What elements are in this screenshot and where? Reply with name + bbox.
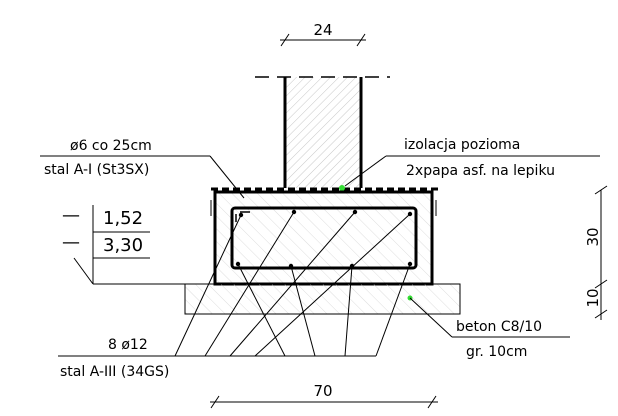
lean-concrete bbox=[184, 283, 461, 315]
lean-concrete-body bbox=[184, 283, 461, 315]
main-bars-label-bottom: stal A-III (34GS) bbox=[60, 364, 169, 380]
leader-stirrups: ø6 co 25cm stal A-I (St3SX) bbox=[40, 138, 245, 199]
dimension-footing-width-text: 70 bbox=[313, 382, 332, 400]
level-dash-top: — bbox=[62, 205, 80, 226]
main-bars-label-top: 8 ø12 bbox=[108, 337, 148, 353]
leader-lean-concrete: beton C8/10 gr. 10cm bbox=[409, 297, 570, 360]
leader-main-bars: 8 ø12 stal A-III (34GS) bbox=[58, 211, 411, 380]
level-dash-bottom: — bbox=[62, 232, 80, 253]
lean-concrete-label-bottom: gr. 10cm bbox=[466, 344, 527, 360]
column-body bbox=[285, 77, 361, 188]
level-top-value: 1,52 bbox=[103, 208, 143, 229]
dimension-heights: 30 10 bbox=[584, 185, 608, 320]
level-bottom-value: 3,30 bbox=[103, 235, 143, 256]
leader-insulation: izolacja pozioma 2xpapa asf. na lepiku bbox=[344, 137, 600, 187]
dimension-column-width: 24 bbox=[280, 21, 366, 47]
footing bbox=[210, 190, 437, 286]
column bbox=[255, 76, 390, 188]
insulation-layer bbox=[211, 185, 440, 191]
stirrups-label-top: ø6 co 25cm bbox=[70, 138, 152, 154]
stirrups-label-bottom: stal A-I (St3SX) bbox=[44, 162, 149, 178]
dimension-lean-height-text: 10 bbox=[584, 288, 602, 307]
footing-body bbox=[213, 190, 434, 286]
dimension-footing-height-text: 30 bbox=[584, 227, 602, 246]
dimension-column-width-text: 24 bbox=[313, 21, 332, 39]
reinforcement-cage bbox=[230, 206, 418, 270]
stirrup-hook-left bbox=[235, 211, 250, 222]
insulation-label-top: izolacja pozioma bbox=[404, 137, 520, 153]
insulation-marker bbox=[339, 185, 345, 191]
lean-concrete-label-top: beton C8/10 bbox=[456, 319, 542, 335]
insulation-label-bottom: 2xpapa asf. na lepiku bbox=[406, 163, 555, 179]
dimension-footing-width: 70 bbox=[210, 382, 438, 409]
level-marker: — — 1,52 3,30 bbox=[62, 205, 185, 285]
